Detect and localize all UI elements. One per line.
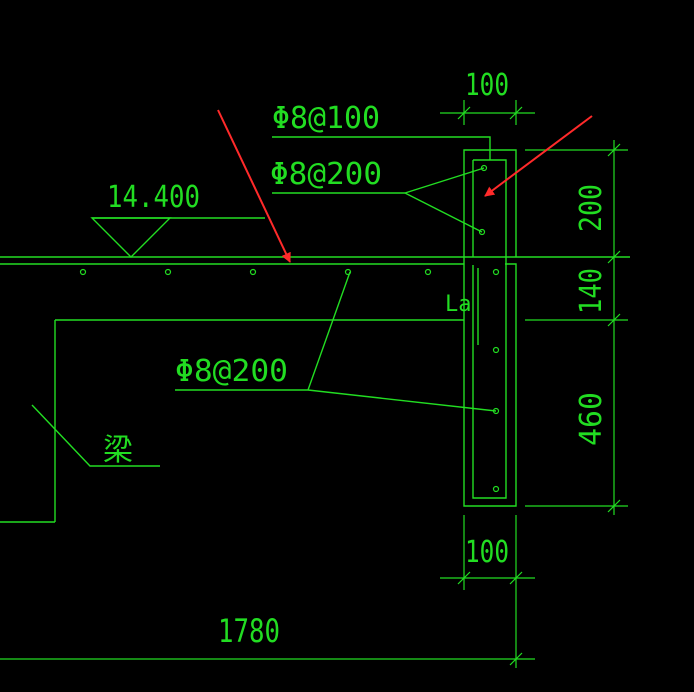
rebar-dots <box>79 164 500 493</box>
dim-tick-320 <box>607 313 621 327</box>
upturned-beam-outline <box>463 149 517 257</box>
dim-tick-257 <box>607 250 621 264</box>
dim-span: 1780 <box>218 612 280 650</box>
text-labels: Φ8@100 Φ8@200 14.400 Φ8@200 梁 La 100 100… <box>103 68 609 650</box>
dim-bottom-width: 100 <box>465 535 509 570</box>
rebar-beam-leader-a <box>307 271 351 391</box>
beam-leader-line <box>31 404 160 467</box>
beam-stirrup <box>472 159 507 499</box>
rebar-mid-label: Φ8@200 <box>270 157 382 192</box>
rebar-mid-leader-a <box>404 167 485 194</box>
red-arrow-left <box>217 109 291 263</box>
anchor-label: La <box>445 292 472 317</box>
rebar-dot <box>478 228 486 236</box>
rebar-mid-leader-b <box>404 192 483 233</box>
dim-tick-506 <box>607 499 621 513</box>
rebar-beam-label: Φ8@200 <box>175 354 288 389</box>
top-rebar-hook <box>272 136 491 160</box>
dimension-lines <box>0 100 628 668</box>
structure-lines <box>0 136 630 523</box>
dim-span-tick <box>509 652 523 666</box>
rebar-dot <box>344 268 352 276</box>
dim-tick-150 <box>607 143 621 157</box>
elevation-label: 14.400 <box>107 180 200 215</box>
rebar-beam-leader-b <box>307 389 497 412</box>
rebar-dot <box>480 164 488 172</box>
beam-label: 梁 <box>103 433 133 468</box>
annotation-arrows <box>217 109 593 263</box>
red-arrow-right <box>484 115 593 197</box>
dim-h1: 200 <box>574 184 609 232</box>
beam-outline <box>463 263 517 507</box>
dim-top-tick-left <box>457 106 471 120</box>
dim-top-width: 100 <box>465 68 509 103</box>
rebar-dot <box>79 268 87 276</box>
dim-h2: 140 <box>574 268 609 314</box>
rebar-dot <box>492 485 500 493</box>
rebar-dot <box>492 268 500 276</box>
elevation-triangle <box>90 217 172 258</box>
rebar-dot <box>249 268 257 276</box>
dim-bottom-tick-left <box>457 571 471 585</box>
dim-bottom-tick-right <box>509 571 523 585</box>
rebar-dot <box>492 346 500 354</box>
dim-h3: 460 <box>574 392 609 446</box>
rebar-dot <box>164 268 172 276</box>
rebar-top-label: Φ8@100 <box>272 101 380 136</box>
dim-top-tick-right <box>509 106 523 120</box>
rebar-dot <box>492 407 500 415</box>
rebar-dot <box>424 268 432 276</box>
